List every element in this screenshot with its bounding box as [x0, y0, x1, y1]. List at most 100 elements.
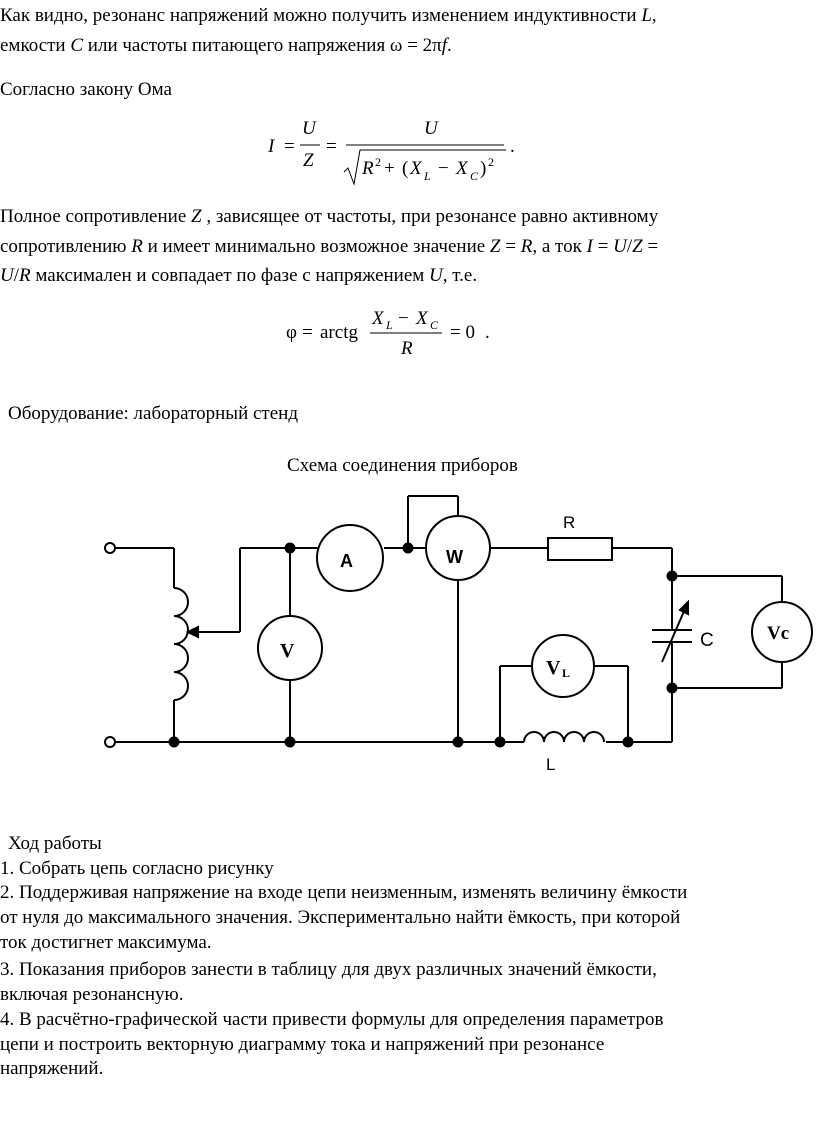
phase-formula: φ = arctg X L − X C R = 0 . — [286, 308, 490, 359]
inductor-coil — [523, 731, 605, 743]
formula-minus: − — [398, 308, 409, 329]
autotransformer-coil — [173, 587, 189, 701]
var-L: L — [641, 5, 652, 26]
text: , — [651, 5, 657, 26]
formula-minus: − — [438, 158, 449, 179]
text: Полное сопротивление — [0, 206, 192, 227]
ohm-label: Согласно закону Ома — [0, 79, 172, 100]
para-line-3: U/R максимален и совпадает по фазе с нап… — [0, 262, 477, 289]
formula-U2: U — [424, 118, 439, 139]
formula-arctg: arctg — [320, 322, 358, 343]
formula-XL: X — [409, 158, 423, 179]
step-2-line-1: 2. Поддерживая напряжение на входе цепи … — [0, 882, 688, 903]
step-4-line-2: цепи и построить векторную диаграмму ток… — [0, 1034, 605, 1055]
ammeter — [316, 524, 384, 592]
formula-sq1: 2 — [375, 155, 381, 169]
formula-paren: ) — [480, 158, 486, 179]
step-4-line-1: 4. В расчётно-графической части привести… — [0, 1009, 664, 1030]
junction-dots — [168, 542, 678, 748]
formula-sub-L: L — [423, 169, 431, 183]
text: и имеет минимально возможное значение — [142, 236, 490, 257]
formula-end: . — [510, 136, 515, 157]
formula-I: I — [267, 136, 276, 157]
voltmeter-l-sub: L — [562, 666, 570, 680]
voltmeter-l-label: V — [546, 657, 561, 679]
formula-eq1: = — [284, 136, 295, 157]
formula-R: R — [400, 338, 413, 359]
voltmeter-label: V — [280, 640, 295, 662]
voltmeter — [257, 615, 323, 681]
intro-line-1: Как видно, резонанс напряжений можно пол… — [0, 2, 657, 29]
voltmeter-l — [531, 634, 595, 698]
var: R — [520, 236, 533, 257]
formula-eq: = — [302, 322, 313, 343]
formula-U1: U — [302, 118, 317, 139]
step-3-line-2: включая резонансную. — [0, 984, 184, 1005]
text: / — [626, 236, 633, 257]
ohm-formula: I = U Z = U R 2 + ( X L − X C ) 2 . — [267, 118, 515, 186]
var-f: f — [441, 35, 448, 56]
text: максимален и совпадает по фазе с напряже… — [30, 265, 430, 286]
formula-eq0: = 0 — [450, 322, 475, 343]
var: R — [19, 265, 31, 286]
text: , т.е. — [442, 265, 478, 286]
text: = — [642, 236, 659, 257]
input-terminal-bottom — [104, 736, 116, 748]
var: Z — [191, 206, 202, 227]
formula-phi: φ — [286, 322, 297, 343]
wattmeter — [425, 515, 491, 581]
var: I — [586, 236, 593, 257]
formula-Z: Z — [303, 150, 314, 171]
step-2-line-2: от нуля до максимального значения. Экспе… — [0, 907, 681, 928]
formula-paren: ( — [402, 158, 408, 179]
work-title: Ход работы — [8, 833, 102, 854]
text: , зависящее от частоты, при резонансе ра… — [201, 206, 659, 227]
formula-XC: X — [455, 158, 469, 179]
text: = — [592, 236, 614, 257]
formula-sq2: 2 — [488, 155, 494, 169]
voltmeter-c — [751, 601, 813, 663]
intro-line-2: емкости C или частоты питающего напряжен… — [0, 32, 452, 59]
var: U — [613, 236, 627, 257]
para-line-2: сопротивлению R и имеет минимально возмо… — [0, 233, 658, 260]
sqrt-sign — [343, 149, 506, 186]
schema-title: Схема соединения приборов — [287, 455, 518, 476]
wiper-arrow — [185, 625, 199, 639]
inductor-label: L — [546, 755, 555, 774]
formula-sub-L: L — [385, 318, 393, 332]
formula-plus: + — [384, 158, 395, 179]
text: / — [13, 265, 20, 286]
capacitor-label: C — [700, 630, 714, 651]
var: U — [0, 265, 14, 286]
circuit-diagram: A W V V L Vc R C L — [104, 495, 813, 774]
text: = — [500, 236, 521, 257]
voltmeter-c-label: Vc — [767, 623, 789, 644]
formula-end: . — [485, 322, 490, 343]
var: Z — [632, 236, 643, 257]
formula-eq2: = — [326, 136, 337, 157]
var: Z — [489, 236, 501, 257]
step-3-line-1: 3. Показания приборов занести в таблицу … — [0, 959, 657, 980]
para-line-1: Полное сопротивление Z , зависящее от ча… — [0, 203, 658, 230]
var: R — [131, 236, 143, 257]
formula-sub-C: C — [430, 318, 439, 332]
text: . — [447, 35, 452, 56]
resistor — [547, 537, 613, 561]
resistor-label: R — [563, 513, 575, 532]
text: емкости — [0, 35, 71, 56]
equipment: Оборудование: лабораторный стенд — [8, 403, 298, 424]
formula-R: R — [361, 158, 374, 179]
formula-sub-C: C — [470, 169, 479, 183]
ammeter-label: A — [340, 551, 353, 571]
wattmeter-label: W — [446, 547, 463, 567]
formula-XL: X — [371, 308, 385, 329]
text: Как видно, резонанс напряжений можно пол… — [0, 5, 642, 26]
step-1: 1. Собрать цепь согласно рисунку — [0, 858, 274, 879]
input-terminal-top — [104, 542, 116, 554]
step-2-line-3: ток достигнет максимума. — [0, 932, 212, 953]
text: , а ток — [532, 236, 587, 257]
var-C: C — [70, 35, 84, 56]
var: U — [429, 265, 443, 286]
formula-XC: X — [415, 308, 429, 329]
text: или частоты питающего напряжения ω = 2π — [83, 35, 442, 56]
